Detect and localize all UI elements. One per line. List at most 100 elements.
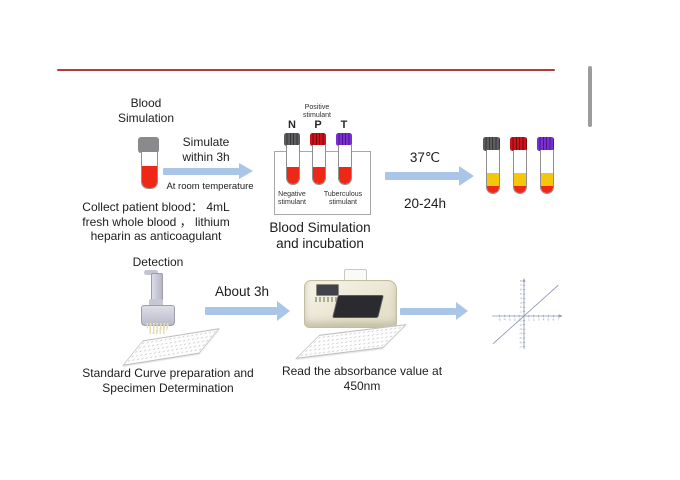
read-arrow-head <box>456 302 468 320</box>
svg-text:2: 2 <box>520 305 522 309</box>
plasma-blood-fill <box>514 173 526 193</box>
tuberculous-tube-icon <box>338 145 352 185</box>
caption-line: Read the absorbance value at <box>281 364 443 378</box>
svg-text:2: 2 <box>533 318 535 322</box>
svg-text:-7: -7 <box>519 345 522 349</box>
negative-tube-icon <box>286 145 300 185</box>
negative-stimulant-label: Negative stimulant <box>271 191 313 206</box>
microplate-icon-2 <box>295 324 407 359</box>
simulate-arrow-label: Simulate within 3h <box>162 135 250 164</box>
detection-title: Detection <box>132 255 184 269</box>
label-line: stimulant <box>328 198 357 206</box>
svg-text:7: 7 <box>557 318 559 322</box>
pipette-collar-icon <box>149 299 163 306</box>
label-line: Tuberculous <box>323 191 363 198</box>
svg-text:1: 1 <box>528 318 530 322</box>
tube-letter-t: T <box>340 119 348 131</box>
microplate-icon-1 <box>122 328 220 366</box>
svg-text:4: 4 <box>543 318 545 322</box>
blood-fill <box>313 167 325 184</box>
about-3h-label: About 3h <box>214 284 270 299</box>
detection-arrow-head <box>277 301 290 321</box>
incubated-tube-3-cap-icon <box>537 137 554 151</box>
label-line: Positive <box>304 104 330 111</box>
positive-tube-cap-icon <box>310 133 326 146</box>
incubated-tube-2-icon <box>513 150 527 194</box>
tuberculous-tube-cap-icon <box>336 133 352 146</box>
svg-text:3: 3 <box>520 301 522 305</box>
detection-arrow <box>205 307 277 315</box>
blood-fill <box>339 167 351 184</box>
incubation-caption: Blood Simulation and incubation <box>268 220 372 252</box>
caption-line: Standard Curve preparation and <box>82 366 254 380</box>
tuberculous-stimulant-label: Tuberculous stimulant <box>318 191 368 206</box>
gray-vertical-bar <box>588 66 592 127</box>
caption-line: heparin as anticoagulant <box>90 229 222 243</box>
plasma-blood-fill <box>487 173 499 193</box>
standard-curve-caption: Standard Curve preparation and Specimen … <box>73 366 263 395</box>
caption-line: Specimen Determination <box>102 380 234 395</box>
svg-text:-3: -3 <box>508 318 511 322</box>
pipette-head-icon <box>141 305 175 326</box>
plasma-blood-fill <box>541 173 553 193</box>
svg-text:-4: -4 <box>503 318 506 322</box>
title-line: Blood <box>130 96 162 110</box>
svg-text:6: 6 <box>553 318 555 322</box>
label-line: stimulant <box>277 198 306 206</box>
negative-tube-cap-icon <box>284 133 300 146</box>
read-absorbance-caption: Read the absorbance value at 450nm <box>272 364 452 393</box>
svg-text:5: 5 <box>520 292 522 296</box>
tube-letter-n: N <box>288 119 296 131</box>
room-temperature-label: At room temperature <box>166 181 254 192</box>
sample-tube-cap-icon <box>138 137 159 153</box>
svg-text:8: 8 <box>520 279 522 283</box>
caption-line: Collect patient blood： 4mL <box>82 200 230 214</box>
incubate-arrow-head <box>459 166 474 186</box>
svg-text:3: 3 <box>538 318 540 322</box>
caption-line: fresh whole blood ， lithium <box>82 214 230 229</box>
incubated-tube-3-icon <box>540 150 554 194</box>
svg-text:-5: -5 <box>519 336 522 340</box>
blood-simulation-title: Blood Simulation <box>91 96 201 125</box>
pipette-handle-icon <box>144 270 158 275</box>
svg-text:4: 4 <box>520 296 522 300</box>
incubated-tube-1-cap-icon <box>483 137 500 151</box>
caption-line: 450nm <box>343 378 381 393</box>
temperature-label: 37℃ <box>409 150 441 165</box>
svg-text:7: 7 <box>520 283 522 287</box>
reader-display <box>316 284 339 296</box>
sample-tube-icon <box>141 152 158 189</box>
svg-text:-1: -1 <box>519 318 522 322</box>
plate-reader-icon <box>304 269 397 328</box>
label-line: Simulate <box>182 135 230 149</box>
svg-text:1: 1 <box>520 310 522 314</box>
incubated-tube-2-cap-icon <box>510 137 527 151</box>
red-divider-line <box>57 69 555 71</box>
label-line: Negative <box>278 191 306 198</box>
pipette-tips-icon <box>145 323 170 334</box>
simulate-arrow-head <box>239 163 253 179</box>
title-line: Simulation <box>117 110 175 125</box>
caption-line: Blood Simulation <box>269 220 371 235</box>
blood-fill <box>287 167 299 184</box>
svg-text:-5: -5 <box>498 318 501 322</box>
simulate-arrow <box>163 168 239 175</box>
duration-label: 20-24h <box>403 196 447 211</box>
svg-text:5: 5 <box>548 318 550 322</box>
svg-text:-3: -3 <box>519 327 522 331</box>
incubate-arrow <box>385 172 459 180</box>
svg-text:-2: -2 <box>519 323 522 327</box>
collect-blood-caption: Collect patient blood： 4mL fresh whole b… <box>75 200 237 244</box>
svg-text:-6: -6 <box>519 340 522 344</box>
tube-letter-p: P <box>314 119 322 131</box>
positive-tube-icon <box>312 145 326 185</box>
read-arrow <box>400 308 456 315</box>
label-line: within 3h <box>182 149 230 164</box>
blood-fill <box>142 166 157 188</box>
svg-text:-4: -4 <box>519 332 522 336</box>
positive-stimulant-label: Positive stimulant <box>294 104 340 119</box>
reader-buttons <box>315 297 339 302</box>
label-line: stimulant <box>302 111 331 119</box>
